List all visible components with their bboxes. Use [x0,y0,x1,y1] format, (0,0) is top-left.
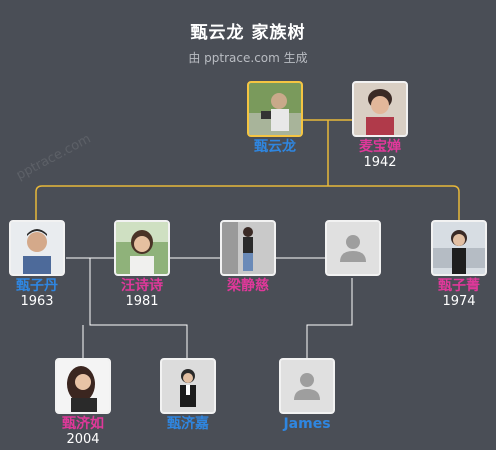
person-name: 甄子菁 [438,278,480,294]
person-node-wife1[interactable]: 汪诗诗 1981 [97,220,187,309]
person-node-gc3[interactable]: James [262,358,352,432]
person-year: 1974 [442,294,476,309]
person-node-wife2[interactable]: 梁静慈 [203,220,293,294]
elderly-man-photo [247,81,303,137]
person-name: 麦宝婵 [359,139,401,155]
person-node-gc1[interactable]: 甄济如 2004 [38,358,128,447]
person-placeholder-icon [279,358,335,414]
woman-portrait-photo [114,220,170,276]
person-year: 1963 [20,294,54,309]
descent-line-gc [89,258,188,358]
woman-car-photo [431,220,487,276]
person-year: 1981 [125,294,159,309]
person-year: 1942 [363,155,397,170]
header: 甄云龙 家族树 由 pptrace.com 生成 [0,18,496,66]
page-subtitle: 由 pptrace.com 生成 [188,51,308,65]
boy-portrait-photo [160,358,216,414]
page-title: 甄云龙 家族树 [190,23,306,43]
elderly-woman-photo [352,81,408,137]
person-name: 梁静慈 [227,278,269,294]
person-year: 2004 [66,432,100,447]
person-node-unknown[interactable] [308,220,398,276]
girl-portrait-photo [55,358,111,414]
children-bar [35,185,460,220]
person-placeholder-icon [325,220,381,276]
person-name: 甄济如 [62,416,104,432]
person-node-spouse[interactable]: 麦宝婵 1942 [335,81,425,170]
person-name: James [283,416,331,432]
person-name: 甄云龙 [254,139,296,155]
woman-full-body-photo [220,220,276,276]
person-node-root[interactable]: 甄云龙 [230,81,320,155]
person-node-daughter[interactable]: 甄子菁 1974 [414,220,496,309]
person-name: 甄子丹 [16,278,58,294]
descent-line-gc3 [306,278,353,358]
person-name: 甄济嘉 [167,416,209,432]
man-portrait-photo [9,220,65,276]
person-node-gc2[interactable]: 甄济嘉 [143,358,233,432]
person-node-son1[interactable]: 甄子丹 1963 [0,220,82,309]
person-name: 汪诗诗 [121,278,163,294]
